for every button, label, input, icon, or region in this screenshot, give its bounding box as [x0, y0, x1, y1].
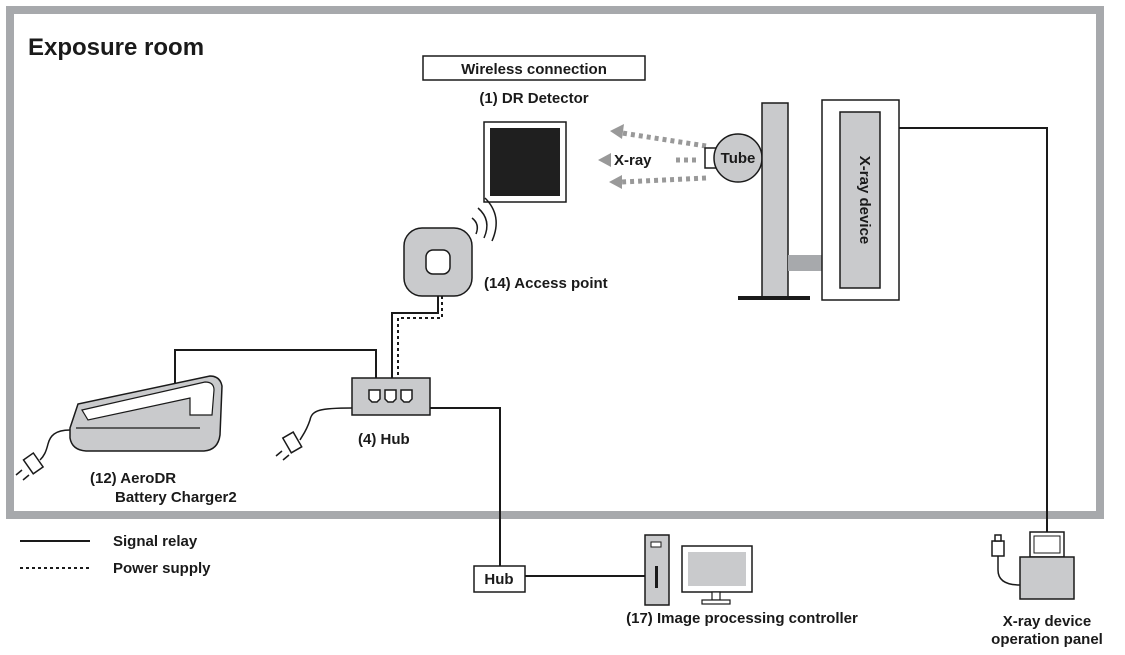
xray-tube	[704, 133, 763, 183]
operation-panel-label-line2: operation panel	[991, 631, 1103, 648]
xray-beam-label: X-ray	[614, 152, 652, 169]
signal-line-hub-to-outside-hub	[430, 407, 501, 566]
dr-detector	[483, 121, 567, 203]
legend-power-label: Power supply	[113, 560, 211, 577]
room-title: Exposure room	[28, 34, 204, 61]
legend: Signal relay Power supply	[20, 533, 211, 577]
charger-power-cord	[39, 429, 71, 461]
access-point-label: (14) Access point	[484, 275, 608, 292]
exposure-room-frame	[6, 6, 1104, 519]
ethernet-port-icon	[368, 389, 413, 403]
legend-signal-label: Signal relay	[113, 533, 198, 550]
hub-outside	[473, 565, 526, 593]
signal-line-device-to-panel	[899, 127, 1048, 532]
signal-line-hub-to-charger	[174, 349, 377, 385]
power-line-ap-to-hub	[397, 296, 443, 378]
xray-beam	[598, 124, 707, 189]
power-plug-icon	[275, 431, 303, 461]
xray-operation-panel	[1019, 531, 1075, 600]
access-point	[403, 227, 473, 297]
battery-charger	[69, 375, 223, 452]
wifi-waves-icon	[471, 197, 497, 242]
signal-line-ap-to-hub	[391, 296, 439, 378]
image-controller-label: (17) Image processing controller	[626, 610, 858, 627]
power-plug-icon	[15, 451, 45, 481]
wireless-connection-box	[422, 55, 646, 81]
xray-device-label: X-ray device	[856, 156, 873, 244]
image-processing-controller	[644, 534, 753, 606]
detector-label: (1) DR Detector	[479, 90, 588, 107]
tube-label: Tube	[721, 150, 756, 167]
xray-device-stand	[738, 102, 822, 300]
panel-cord	[997, 556, 1021, 586]
charger-label-line2: Battery Charger2	[115, 489, 237, 506]
operation-panel-label-line1: X-ray device	[1003, 613, 1091, 630]
hub-label: (4) Hub	[358, 431, 410, 448]
hub-outside-label: Hub	[484, 571, 513, 588]
wireless-connection-label: Wireless connection	[461, 61, 607, 78]
hub-power-cord	[299, 407, 353, 441]
xray-device	[821, 99, 900, 301]
usb-plug-icon	[991, 534, 1005, 557]
charger-label-line1: (12) AeroDR	[90, 470, 176, 487]
